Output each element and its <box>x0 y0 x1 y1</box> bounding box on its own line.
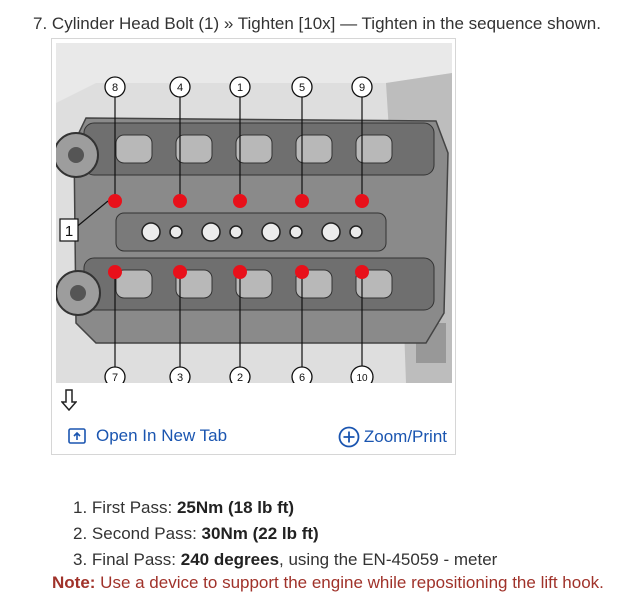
bolt-marker <box>233 194 247 208</box>
bolt-markers <box>108 194 369 279</box>
bolt-number-label: 1 <box>237 82 243 94</box>
plus-circle-icon <box>338 426 360 448</box>
bolt-marker <box>233 265 247 279</box>
zoom-print-label: Zoom/Print <box>363 427 447 446</box>
bolt-number-circle-top: 1 <box>229 76 251 98</box>
bolt-marker <box>108 194 122 208</box>
zoom-print-link[interactable]: Zoom/Print <box>338 426 447 448</box>
note: Note: Use a device to support the engine… <box>52 573 604 593</box>
bolt-number-circle-bottom: 7 <box>104 366 126 383</box>
pass-label: First Pass: <box>91 498 177 517</box>
pass-suffix: , using the EN-45059 - meter <box>279 550 498 569</box>
note-label: Note: <box>52 573 96 592</box>
pass-value: 25Nm (18 lb ft) <box>176 498 295 517</box>
list-item: 2. Second Pass: 30Nm (22 lb ft) <box>73 521 497 547</box>
open-in-new-tab-icon <box>68 428 86 444</box>
down-arrow-icon[interactable] <box>61 389 77 411</box>
bolt-number-circle-bottom: 2 <box>229 366 251 383</box>
bolt-marker <box>173 265 187 279</box>
bolt-number-label: 2 <box>237 372 243 383</box>
open-in-new-tab-label: Open In New Tab <box>96 426 228 445</box>
list-item: 3. Final Pass: 240 degrees, using the EN… <box>73 547 497 573</box>
bolt-marker <box>173 194 187 208</box>
callout-1: 1 <box>59 218 79 242</box>
tightening-passes-list: 1. First Pass: 25Nm (18 lb ft) 2. Second… <box>73 495 497 573</box>
pass-label: Final Pass: <box>91 550 181 569</box>
bolt-marker <box>355 194 369 208</box>
list-item: 1. First Pass: 25Nm (18 lb ft) <box>73 495 497 521</box>
open-in-new-tab-link[interactable]: Open In New Tab <box>68 426 227 446</box>
bolt-number-label: 7 <box>112 372 118 383</box>
bolt-leader-lines <box>73 95 363 369</box>
bolt-marker <box>355 265 369 279</box>
bolt-number-circle-top: 4 <box>169 76 191 98</box>
step-number: 7. <box>33 14 48 33</box>
bolt-number-label: 4 <box>177 82 183 94</box>
pass-number: 3. <box>73 550 88 569</box>
pass-number: 1. <box>73 498 88 517</box>
pass-number: 2. <box>73 524 88 543</box>
bolt-number-label: 5 <box>299 82 305 94</box>
bolt-number-label: 3 <box>177 372 183 383</box>
bolt-number-label: 9 <box>359 82 365 94</box>
bolt-number-circle-top: 5 <box>291 76 313 98</box>
bolt-number-label: 8 <box>112 82 118 94</box>
bolt-marker <box>295 265 309 279</box>
note-text: Use a device to support the engine while… <box>95 573 604 592</box>
bolt-number-circle-bottom: 6 <box>291 366 313 383</box>
bolt-number-label: 10 <box>356 373 368 383</box>
figure-actions: Open In New Tab Zoom/Print <box>52 420 455 454</box>
bolt-number-circle-top: 8 <box>104 76 126 98</box>
bolt-marker <box>295 194 309 208</box>
bolt-marker <box>108 265 122 279</box>
callout-label: 1 <box>65 223 73 240</box>
pass-value: 30Nm (22 lb ft) <box>201 524 319 543</box>
pass-value: 240 degrees <box>180 550 280 569</box>
bolt-number-circle-bottom: 3 <box>169 366 191 383</box>
bolt-number-label: 6 <box>299 372 305 383</box>
step-title: 7. Cylinder Head Bolt (1) » Tighten [10x… <box>33 14 601 34</box>
cylinder-head-illustration[interactable]: 1 8 4 1 5 9 7 3 2 6 10 <box>56 43 452 383</box>
bolt-number-circle-top: 9 <box>351 76 373 98</box>
pass-label: Second Pass: <box>91 524 202 543</box>
figure-container: 1 8 4 1 5 9 7 3 2 6 10 Open In New Tab <box>51 38 456 455</box>
step-title-text: Cylinder Head Bolt (1) » Tighten [10x] —… <box>51 14 601 33</box>
bolt-number-circle-bottom: 10 <box>350 365 374 383</box>
